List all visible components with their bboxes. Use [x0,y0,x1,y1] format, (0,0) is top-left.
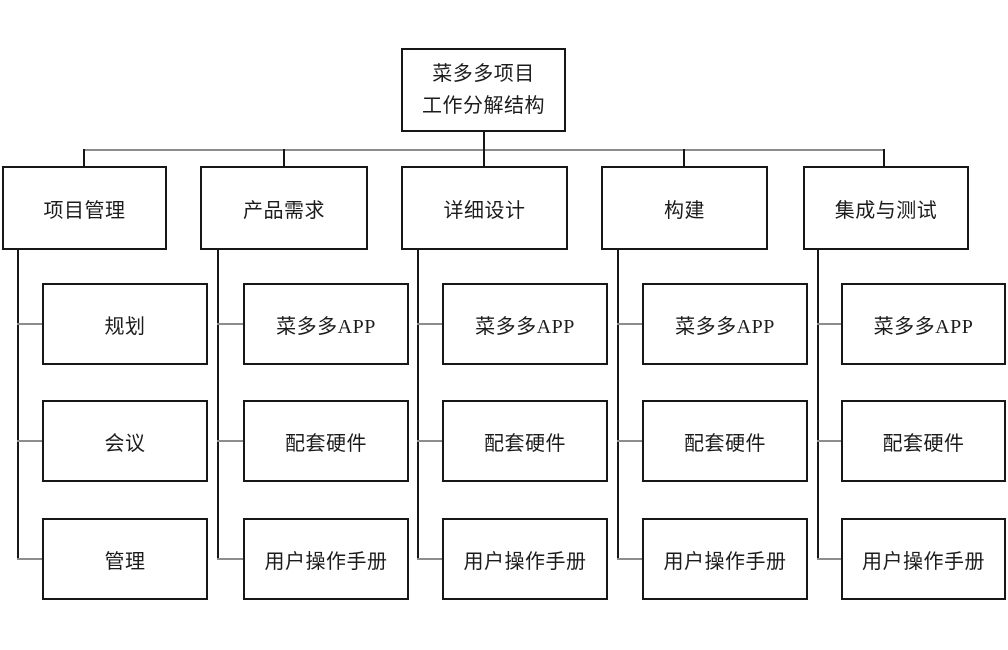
child-node-user-manual: 用户操作手册 [442,518,608,600]
branch-node-product-requirements: 产品需求 [200,166,368,250]
child-node-app: 菜多多APP [642,283,808,365]
child-node-user-manual: 用户操作手册 [841,518,1006,600]
connector-child-stub [17,440,44,442]
branch-node-integration-testing: 集成与测试 [803,166,969,250]
branch-node-build: 构建 [601,166,768,250]
connector-child-stub [617,323,644,325]
child-node-app: 菜多多APP [243,283,409,365]
child-node-user-manual: 用户操作手册 [243,518,409,600]
root-node-label-line2: 工作分解结构 [422,95,545,117]
connector-branch-stub-4 [683,149,685,166]
child-node-app: 菜多多APP [442,283,608,365]
child-node-user-manual: 用户操作手册 [642,518,808,600]
branch-node-project-management: 项目管理 [2,166,167,250]
connector-child-stub [617,558,644,560]
connector-trunk-3 [417,250,419,560]
connector-child-stub [817,323,843,325]
connector-child-stub [617,440,644,442]
connector-branch-stub-5 [883,149,885,166]
connector-root-stem [483,132,485,150]
child-node-hardware: 配套硬件 [243,400,409,482]
child-node-hardware: 配套硬件 [642,400,808,482]
child-node-hardware: 配套硬件 [841,400,1006,482]
connector-child-stub [817,440,843,442]
root-node-label-line1: 菜多多项目 [432,63,535,85]
connector-branch-stub-1 [83,149,85,166]
connector-child-stub [417,323,444,325]
child-node-hardware: 配套硬件 [442,400,608,482]
child-node-app: 菜多多APP [841,283,1006,365]
child-node-meetings: 会议 [42,400,208,482]
child-node-planning: 规划 [42,283,208,365]
connector-child-stub [417,440,444,442]
connector-child-stub [17,323,44,325]
connector-child-stub [417,558,444,560]
connector-branch-stub-2 [283,149,285,166]
connector-child-stub [217,323,245,325]
child-node-management: 管理 [42,518,208,600]
branch-node-detailed-design: 详细设计 [401,166,568,250]
connector-trunk-1 [17,250,19,560]
connector-trunk-2 [217,250,219,560]
root-node: 菜多多项目 工作分解结构 [401,48,566,132]
connector-child-stub [217,558,245,560]
connector-child-stub [217,440,245,442]
connector-branch-stub-3 [483,149,485,166]
connector-child-stub [17,558,44,560]
connector-child-stub [817,558,843,560]
connector-trunk-5 [817,250,819,560]
connector-trunk-4 [617,250,619,560]
